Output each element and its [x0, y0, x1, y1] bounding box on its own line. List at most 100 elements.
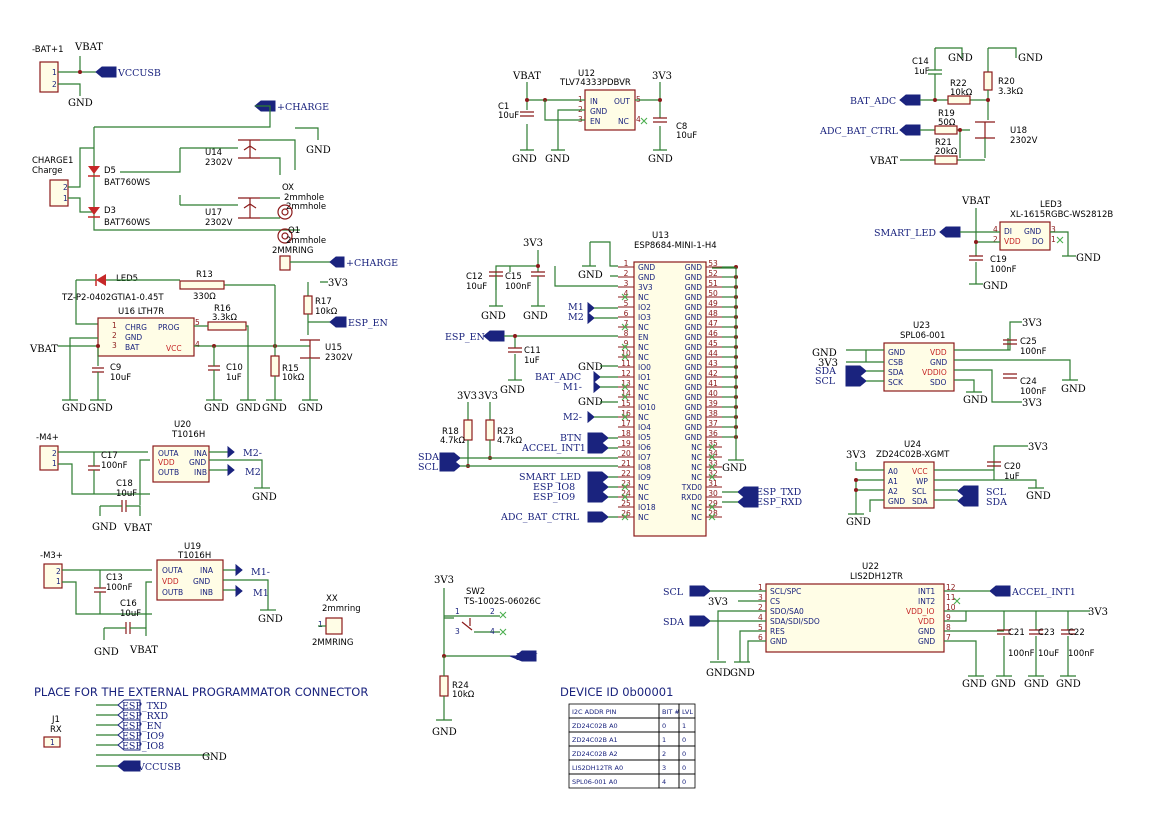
svg-text:SCL: SCL: [912, 487, 927, 496]
svg-text:50Ω: 50Ω: [938, 118, 956, 128]
svg-text:D5: D5: [104, 166, 116, 176]
esp-left-pin-7: NC: [638, 323, 649, 332]
svg-text:TZ-P2-0402GTIA1-0.45T: TZ-P2-0402GTIA1-0.45T: [61, 293, 164, 303]
svg-text:R15: R15: [282, 364, 299, 374]
svg-text:100nF: 100nF: [1020, 387, 1047, 397]
svg-text:1: 1: [455, 607, 460, 616]
svg-text:1: 1: [50, 738, 55, 747]
esp-left-pin-10: NC: [638, 353, 649, 362]
svg-text:ADC_BAT_CTRL: ADC_BAT_CTRL: [819, 126, 899, 137]
svg-text:VDD: VDD: [930, 348, 947, 357]
charge-section: +CHARGE CHARGE1 Charge 21 D5 BAT760WS D3…: [32, 100, 398, 271]
svg-text:C8: C8: [676, 122, 687, 132]
svg-text:C21: C21: [1008, 628, 1025, 638]
esp-right-pin-36: GND: [685, 433, 702, 442]
charger-section: LED5 TZ-P2-0402GTIA1-0.45T R13 330Ω U16 …: [29, 270, 388, 414]
svg-text:ACCEL_INT1: ACCEL_INT1: [1011, 587, 1076, 598]
svg-text:GND: GND: [92, 522, 117, 533]
esp-right-pin-num: 40: [708, 389, 718, 398]
svg-text:VBAT: VBAT: [512, 71, 541, 82]
programmer-label: ESP_TXD: [122, 701, 168, 712]
esp-right-pin-num: 45: [708, 339, 718, 348]
svg-text:3.3kΩ: 3.3kΩ: [998, 87, 1023, 97]
svg-text:10kΩ: 10kΩ: [950, 88, 973, 98]
svg-text:2302V: 2302V: [1010, 136, 1038, 146]
motor-driver-u19: -M3+ 21 U19 T1016H OUTA VDD OUTB INA GND…: [40, 542, 283, 658]
esp-right-pin-num: 49: [708, 299, 718, 308]
table-value: 0: [682, 764, 686, 772]
svg-text:SDO: SDO: [930, 378, 947, 387]
svg-text:LED3: LED3: [1040, 200, 1062, 210]
svg-text:OUTA: OUTA: [162, 566, 183, 575]
svg-text:10kΩ: 10kΩ: [452, 690, 475, 700]
esp-right-pin-num: 31: [708, 479, 718, 488]
button-sw2: 3V3 SW2 TS-1002S-06026C 13 24 BTN R24 10…: [432, 575, 541, 738]
esp-left-pin-num: 7: [624, 319, 629, 328]
esp-right-pin-num: 35: [708, 439, 718, 448]
esp-left-pin-num: 21: [621, 459, 631, 468]
esp-right-pins: 53GND52GND51GND50GND49GND48GND47GND46GND…: [681, 259, 738, 522]
svg-text:2: 2: [993, 235, 998, 244]
svg-text:1: 1: [1051, 235, 1056, 244]
svg-text:VCC: VCC: [912, 467, 928, 476]
svg-text:VBAT: VBAT: [961, 196, 990, 207]
svg-text:C25: C25: [1020, 337, 1037, 347]
svg-text:VDD: VDD: [162, 577, 179, 586]
svg-text:U20: U20: [174, 420, 191, 430]
esp-right-pin-49: GND: [685, 303, 702, 312]
esp-right-pin-num: 30: [708, 489, 718, 498]
motor-driver-u20: -M4+ 21 U20 T1016H OUTA VDD OUTB INA GND…: [36, 420, 277, 534]
svg-text:3V3: 3V3: [478, 391, 498, 402]
svg-text:NC: NC: [618, 117, 629, 126]
svg-text:5: 5: [195, 318, 200, 327]
svg-text:GND: GND: [930, 358, 947, 367]
nc-marker: [621, 323, 629, 331]
svg-text:10uF: 10uF: [110, 373, 131, 383]
esp-left-pin-14: NC: [638, 393, 649, 402]
svg-text:EN: EN: [590, 117, 600, 126]
svg-text:2MMRING: 2MMRING: [272, 246, 313, 256]
esp-right-pin-num: 51: [708, 279, 718, 288]
svg-text:M2-: M2-: [243, 448, 262, 459]
svg-text:GND: GND: [590, 107, 607, 116]
svg-text:2302V: 2302V: [325, 353, 353, 363]
svg-text:OX: OX: [282, 183, 294, 193]
svg-text:C15: C15: [505, 272, 522, 282]
svg-text:3V3: 3V3: [434, 575, 454, 586]
svg-text:2302V: 2302V: [205, 218, 233, 228]
svg-text:TS-1002S-06026C: TS-1002S-06026C: [463, 597, 541, 607]
svg-text:3: 3: [758, 593, 763, 602]
svg-text:1: 1: [318, 620, 323, 629]
svg-text:GND: GND: [252, 492, 277, 503]
svg-text:ZD24C02B-XGMT: ZD24C02B-XGMT: [876, 450, 950, 460]
svg-text:SCL: SCL: [663, 587, 684, 598]
esp-right-pin-35: NC: [691, 443, 702, 452]
svg-text:OUTA: OUTA: [158, 449, 179, 458]
svg-text:5: 5: [758, 623, 763, 632]
svg-text:CHRG: CHRG: [125, 323, 147, 332]
ring-xx: XX 2mmring 1 2MMRING: [312, 594, 361, 648]
esp-right-pin-32: NC: [691, 473, 702, 482]
svg-text:1: 1: [112, 321, 117, 330]
esp-right-pin-num: 46: [708, 329, 718, 338]
table-value: 0: [662, 722, 666, 730]
svg-text:BTN: BTN: [560, 433, 582, 444]
esp-left-pin-13: NC: [638, 383, 649, 392]
svg-text:1: 1: [56, 577, 61, 586]
svg-text:T1016H: T1016H: [177, 551, 211, 561]
svg-text:SDA/SDI/SDO: SDA/SDI/SDO: [770, 617, 820, 626]
svg-text:U15: U15: [325, 343, 342, 353]
svg-text:2mmhole: 2mmhole: [286, 236, 326, 246]
svg-text:U13: U13: [652, 231, 669, 241]
svg-text:VDD: VDD: [158, 458, 175, 467]
esp-left-pin-22: IO9: [638, 473, 651, 482]
svg-text:U23: U23: [913, 321, 930, 331]
svg-text:M1-: M1-: [251, 567, 270, 578]
svg-text:A1: A1: [888, 477, 898, 486]
svg-text:10uF: 10uF: [116, 489, 137, 499]
svg-text:GND: GND: [94, 647, 119, 658]
esp-left-pin-25: IO18: [638, 503, 656, 512]
svg-text:GND: GND: [262, 403, 287, 414]
svg-text:CHARGE1: CHARGE1: [32, 156, 73, 166]
esp-right-pin-28: NC: [691, 513, 702, 522]
